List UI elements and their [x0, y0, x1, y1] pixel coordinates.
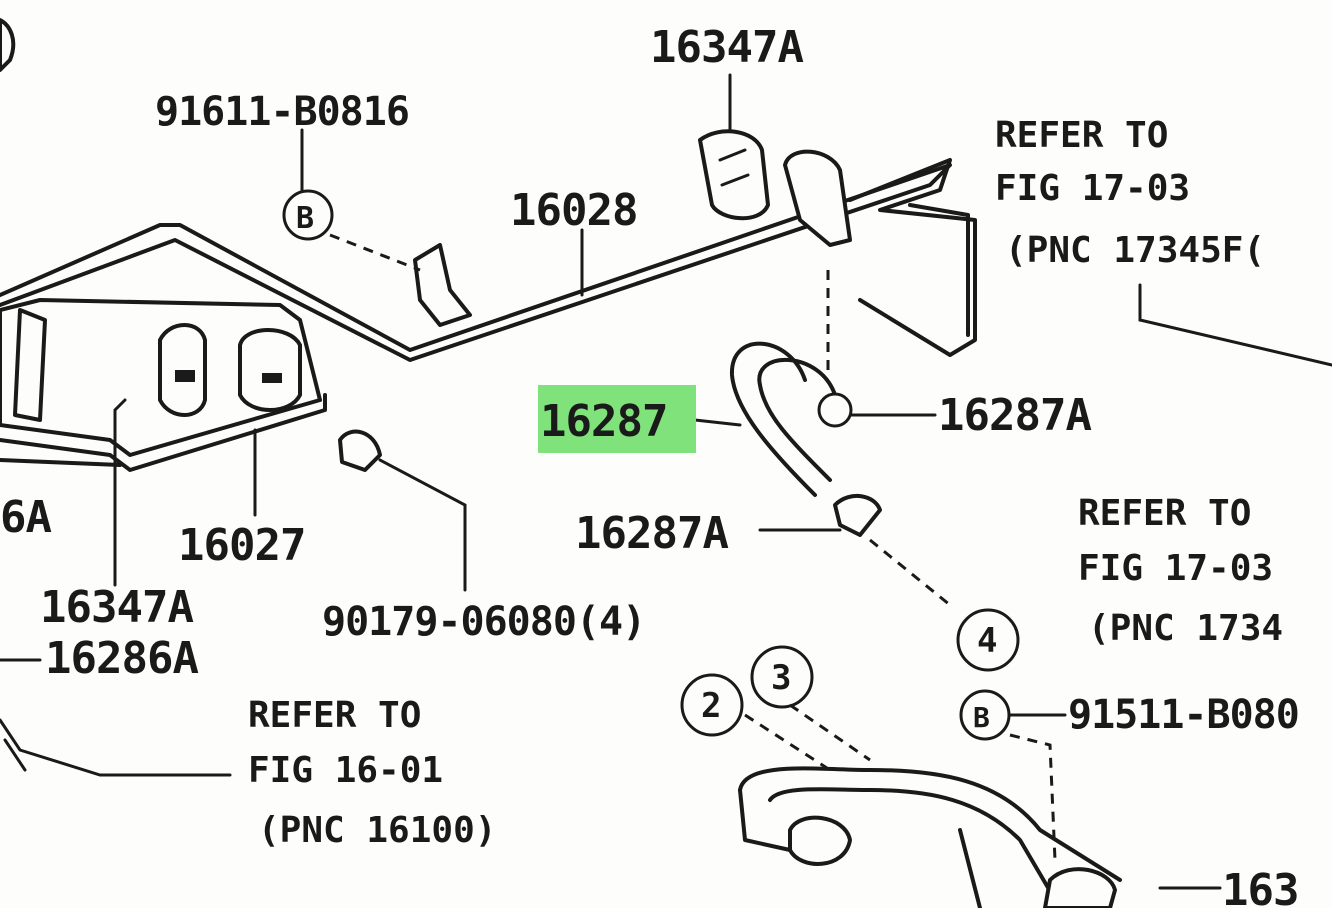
label-refer1-a: REFER TO — [995, 115, 1168, 156]
pipe-16028-end — [848, 158, 977, 357]
label-16347a-top: 16347A — [650, 22, 803, 73]
label-91611: 91611-B0816 — [155, 89, 409, 135]
label-16287: 16287 — [540, 396, 667, 447]
label-16347a-left: 16347A — [40, 582, 193, 633]
bracket — [783, 149, 852, 247]
label-callout-3: 3 — [771, 658, 791, 698]
label-callout-4: 4 — [977, 621, 997, 661]
cushion-16347a-top — [698, 129, 770, 221]
label-90179: 90179-06080(4) — [322, 599, 645, 645]
label-refer1-b: FIG 17-03 — [995, 168, 1190, 209]
label-16287a-lower: 16287A — [575, 508, 728, 559]
lower-pipe — [738, 766, 1122, 908]
clamp-16287a-lower — [833, 494, 882, 537]
hose-16287 — [729, 341, 837, 497]
intake-block — [0, 298, 322, 457]
label-16027: 16027 — [178, 520, 305, 571]
label-refer3-a: REFER TO — [248, 695, 421, 736]
label-6a: 6A — [0, 492, 51, 543]
callout-4 — [956, 608, 1020, 672]
label-bottom-right: 163 — [1222, 865, 1298, 908]
clamp-16287a-upper — [817, 392, 853, 428]
clip — [413, 243, 472, 327]
label-refer3-c: (PNC 16100) — [258, 810, 496, 851]
label-91511: 91511-B080 — [1068, 692, 1299, 738]
label-16286a: 16286A — [45, 633, 198, 684]
highlight-16287 — [538, 385, 696, 453]
bolt-91611-icon — [282, 189, 334, 241]
label-refer3-b: FIG 16-01 — [248, 750, 443, 791]
label-refer2-a: REFER TO — [1078, 493, 1251, 534]
bolt-90179-icon — [338, 429, 382, 472]
callout-3 — [750, 645, 814, 709]
label-callout-2: 2 — [701, 686, 721, 726]
callout-2 — [680, 673, 744, 737]
svg-text:B: B — [973, 701, 990, 734]
corner-part — [0, 18, 16, 72]
label-16287a-right: 16287A — [938, 390, 1091, 441]
svg-text:B: B — [296, 201, 314, 236]
label-refer2-c: (PNC 1734 — [1088, 608, 1283, 649]
label-refer1-c: (PNC 17345F( — [1005, 230, 1265, 271]
label-refer2-b: FIG 17-03 — [1078, 548, 1273, 589]
label-16028: 16028 — [510, 185, 637, 236]
